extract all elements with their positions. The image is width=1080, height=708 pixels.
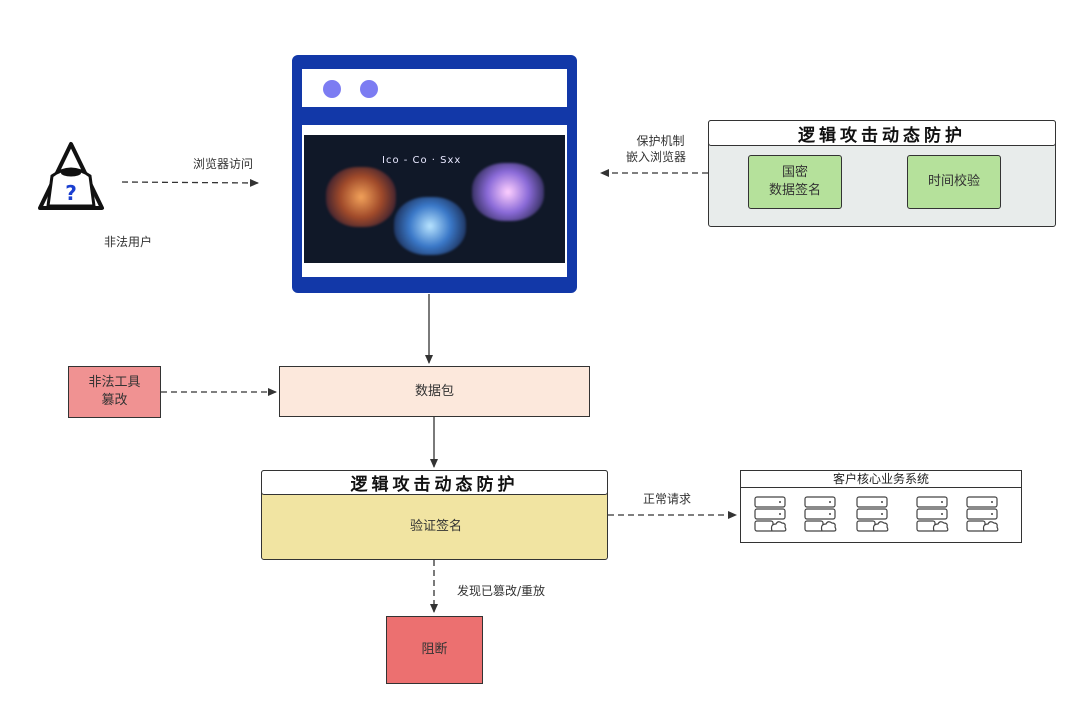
tamper-tool-box: 非法工具 篡改 [68, 366, 161, 418]
core-system-title: 客户核心业务系统 [741, 471, 1021, 488]
screen-art-1 [326, 167, 396, 227]
edge-actor-browser [121, 178, 259, 187]
screen-art-2 [394, 197, 466, 255]
core-system-panel: 客户核心业务系统 [740, 470, 1022, 543]
block-box: 阻断 [386, 616, 483, 684]
protect-embed-line-2: 嵌入浏览器 [626, 150, 687, 164]
protect-embed-line-1: 保护机制 [636, 134, 685, 148]
window-dot-1 [323, 80, 341, 98]
screen-art-3 [472, 163, 544, 221]
cloud-server-icon [915, 495, 949, 535]
svg-text:?: ? [65, 181, 77, 205]
screen-title-text: Ico - Co · Sxx [382, 155, 462, 166]
browser-content: Ico - Co · Sxx [302, 125, 567, 277]
browser-titlebar [302, 69, 567, 107]
verify-panel-title: 逻辑攻击动态防护 [261, 470, 608, 495]
browser-screenshot: Ico - Co · Sxx [304, 135, 565, 263]
actor-label: 非法用户 [104, 235, 153, 249]
protect-panel-title: 逻辑攻击动态防护 [708, 120, 1056, 146]
edge-label-browser-access: 浏览器访问 [193, 157, 254, 171]
verify-signature-label: 验证签名 [410, 519, 463, 534]
tamper-tool-line-1: 非法工具 [88, 375, 141, 390]
sm-signature-line-2: 数据签名 [768, 183, 821, 198]
cloud-server-icon [803, 495, 837, 535]
window-dot-2 [360, 80, 378, 98]
edge-label-protect-embed: 保护机制 嵌入浏览器 [626, 133, 686, 165]
cloud-server-icon [753, 495, 787, 535]
sm-signature-box: 国密 数据签名 [748, 155, 842, 209]
data-packet-box: 数据包 [279, 366, 590, 417]
sm-signature-line-1: 国密 [781, 165, 808, 180]
cloud-server-icon [965, 495, 999, 535]
cloud-server-icon [855, 495, 889, 535]
hooded-hacker-icon: ? [36, 140, 106, 212]
tamper-tool-line-2: 篡改 [101, 393, 128, 408]
time-check-box: 时间校验 [907, 155, 1001, 209]
browser-window-icon: Ico - Co · Sxx [292, 55, 577, 293]
edge-label-normal-request: 正常请求 [643, 492, 692, 506]
edge-label-found-tamper: 发现已篡改/重放 [457, 584, 546, 598]
